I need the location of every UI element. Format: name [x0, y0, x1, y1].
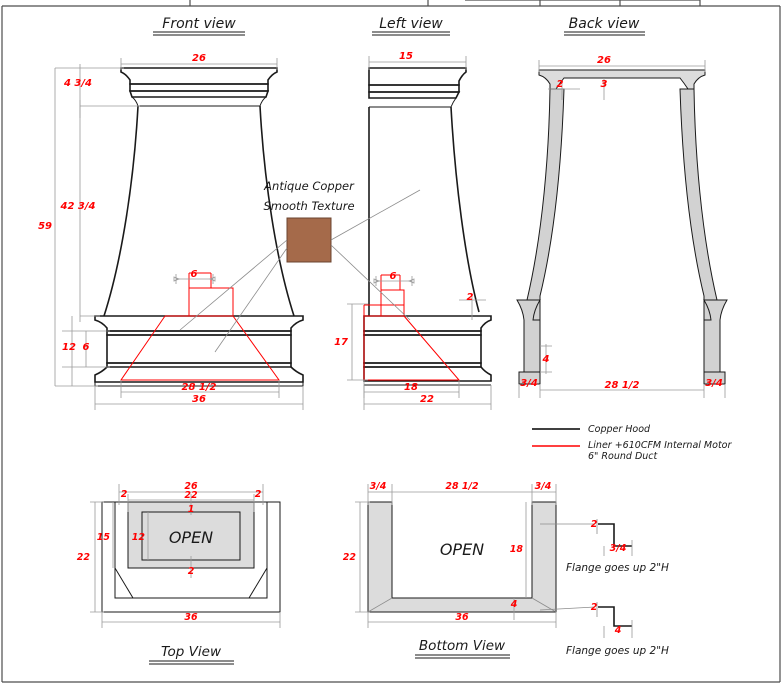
- left-dim-flange-offset: 2: [467, 292, 474, 303]
- bottom-view-overall-width-dim: 36: [367, 612, 557, 628]
- bottom-dim-overall-width: 36: [455, 612, 469, 623]
- left-dim-liner-depth: 18: [404, 382, 418, 393]
- front-dim-body-height: 42 3/4: [60, 201, 96, 212]
- front-dim-base-total: 12: [62, 342, 76, 353]
- back-inset-dims: 2 3: [548, 78, 608, 100]
- top-view-open-label: OPEN: [169, 528, 213, 547]
- back-bottom-dims: 4 3/4 28 1/2 3/4: [518, 344, 726, 398]
- bottom-view-v-dims: 22 18 4: [343, 501, 527, 620]
- top-dim-lip-top: 1: [188, 504, 195, 515]
- flange-note-1-dim-v: 2: [591, 602, 598, 613]
- left-duct-dim: 6: [373, 271, 415, 286]
- top-view-title: Top View: [161, 644, 222, 660]
- front-dim-duct-width: 6: [191, 269, 198, 280]
- back-dim-top-width: 26: [597, 55, 611, 66]
- front-dim-bottom-width: 36: [192, 394, 206, 405]
- back-dim-flange-left: 3/4: [520, 378, 538, 389]
- front-crown: [120, 67, 278, 107]
- flange-note-1: 2 4 Flange goes up 2"H: [539, 602, 669, 657]
- front-dim-total-height: 59: [38, 221, 52, 232]
- back-dim-inset-left: 2: [557, 79, 564, 90]
- top-dim-outer-width: 26: [184, 481, 198, 492]
- legend-item-0-label: Copper Hood: [588, 424, 651, 435]
- left-top-depth-dim: 15: [368, 51, 467, 70]
- front-duct-dim: 6: [173, 269, 216, 284]
- left-flange-offset-dim: 2: [459, 292, 486, 320]
- material-note-line1: Antique Copper: [263, 179, 355, 193]
- bottom-dim-front-flange: 4: [510, 599, 518, 610]
- back-top-width-dim: 26: [538, 55, 706, 72]
- legend-group: Copper Hood Liner +610CFM Internal Motor…: [532, 424, 732, 462]
- top-dim-overall-depth: 22: [77, 552, 91, 563]
- top-view-group: OPEN 26 22 2 2 22 15 12 1 2: [77, 481, 281, 665]
- bottom-dim-inner-depth: 18: [510, 544, 524, 555]
- back-dim-flange-right: 3/4: [705, 378, 723, 389]
- bottom-view-group: OPEN 3/4 28 1/2 3/4 22 18 4 36 Bo: [343, 481, 557, 659]
- bottom-view-open-label: OPEN: [440, 540, 484, 559]
- left-dim-base-height: 17: [334, 337, 348, 348]
- front-body: [103, 105, 295, 317]
- flange-note-0-text: Flange goes up 2"H: [566, 562, 669, 574]
- back-dim-inner-width: 28 1/2: [605, 380, 640, 391]
- left-body: [368, 106, 480, 316]
- flange-note-0-dim-h: 3/4: [610, 543, 627, 554]
- top-dim-overall-width: 36: [184, 612, 198, 623]
- bottom-dim-flange-left: 3/4: [370, 481, 387, 492]
- front-dim-liner-width: 28 1/2: [182, 382, 217, 393]
- left-dim-top-depth: 15: [399, 51, 413, 62]
- left-dim-bottom-depth: 22: [420, 394, 434, 405]
- front-base: [94, 315, 304, 387]
- top-dim-side-left: 2: [121, 489, 128, 500]
- left-bottom-dims: 18 22: [363, 380, 492, 410]
- top-view-h-dims: 26 22 2 2: [118, 481, 264, 512]
- front-bottom-dims: 28 1/2 36: [94, 380, 304, 410]
- front-dim-top-width: 26: [192, 53, 206, 64]
- top-dim-lip-bottom: 2: [188, 566, 195, 577]
- left-crown: [368, 67, 467, 108]
- flange-note-0-dim-v: 2: [591, 519, 598, 530]
- top-dim-depth-15: 15: [97, 532, 111, 543]
- front-liner: [120, 272, 280, 381]
- top-view-overall-width-dim: 36: [101, 612, 281, 628]
- left-base-height-dim: 17: [334, 303, 368, 381]
- top-view-v-dims: 22 15 12 1 2: [77, 494, 195, 613]
- material-callout: Antique Copper Smooth Texture: [179, 179, 421, 353]
- left-view-title: Left view: [379, 16, 443, 32]
- left-view-group: 6 15 17 2 18 22 Left view: [334, 16, 492, 410]
- front-view-group: 6 26 4 3/4 42 3/4 59 12 6: [38, 16, 304, 410]
- flange-note-1-text: Flange goes up 2"H: [566, 645, 669, 657]
- front-dim-crown-height: 4 3/4: [63, 78, 92, 89]
- left-dim-duct-width: 6: [390, 271, 397, 282]
- back-view-group: 26 2 3 4 3/4 28 1/2 3/4 Back view: [516, 16, 728, 398]
- flange-note-1-dim-h: 4: [614, 625, 622, 636]
- back-view-title: Back view: [569, 16, 640, 32]
- legend-item-1-label: Liner +610CFM Internal Motor: [588, 440, 732, 451]
- left-liner: [363, 274, 461, 381]
- bottom-view-h-dims: 3/4 28 1/2 3/4: [367, 481, 557, 505]
- top-dim-side-right: 2: [255, 489, 262, 500]
- top-dim-depth-12: 12: [132, 532, 146, 543]
- front-view-title: Front view: [162, 16, 236, 32]
- bottom-dim-overall-depth: 22: [343, 552, 357, 563]
- copper-swatch: [286, 217, 332, 263]
- bottom-dim-inner-width: 28 1/2: [445, 481, 479, 492]
- front-vertical-dims: 4 3/4 42 3/4 59 12 6: [38, 64, 140, 387]
- bottom-dim-flange-right: 3/4: [535, 481, 552, 492]
- back-dim-flange-height: 4: [542, 354, 550, 365]
- material-note-line2: Smooth Texture: [263, 199, 354, 213]
- back-dim-inset-top: 3: [601, 79, 608, 90]
- legend-item-1-label2: 6" Round Duct: [588, 451, 658, 462]
- bottom-view-title: Bottom View: [419, 638, 506, 654]
- left-base: [363, 315, 492, 386]
- flange-note-0: 2 3/4 Flange goes up 2"H: [540, 519, 669, 574]
- front-dim-base-band: 6: [83, 342, 90, 353]
